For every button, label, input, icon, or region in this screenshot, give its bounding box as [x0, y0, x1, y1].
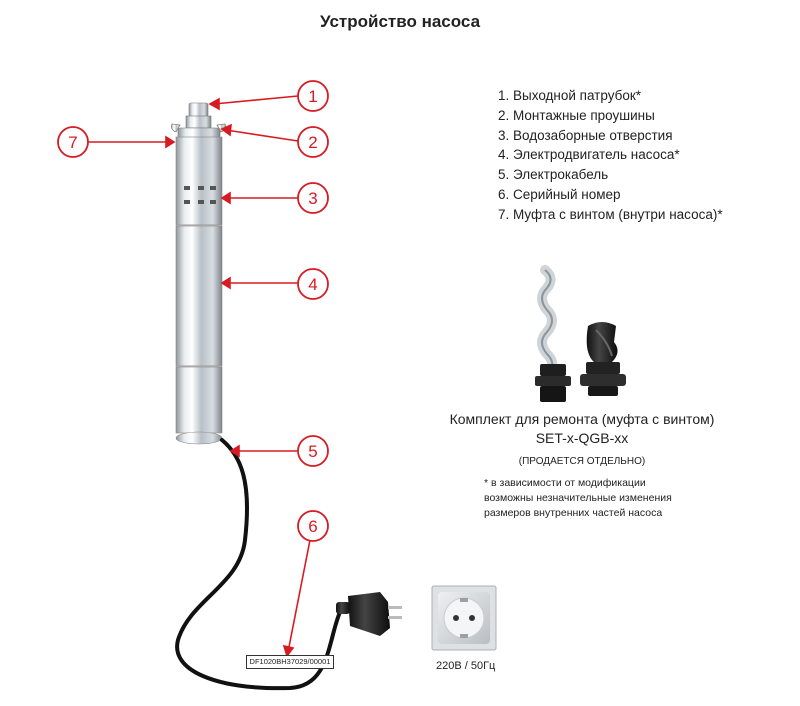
footnote-line: возможны незначительные изменения [484, 492, 672, 504]
callout-5-label: 5 [308, 442, 317, 461]
pump-body [171, 102, 226, 445]
legend-item: 4. Электродвигатель насоса* [498, 147, 680, 163]
power-cable [175, 438, 342, 691]
legend-item: 6. Серийный номер [498, 186, 621, 202]
power-plug [336, 592, 402, 636]
legend-item: 5. Электрокабель [498, 167, 609, 183]
callout-5 [297, 435, 329, 467]
power-socket [431, 585, 497, 651]
callout-2-label: 2 [308, 133, 317, 152]
repair-kit-code: SET-x-QGB-xx [535, 430, 629, 446]
callout-4 [297, 268, 329, 300]
serial-number-label: DF1020BH37029/00001 [246, 655, 334, 669]
parts-legend: 1. Выходной патрубок* 2. Монтажные проуш… [498, 86, 723, 225]
callout-7-label: 7 [68, 133, 77, 152]
repair-kit-image [535, 265, 626, 402]
repair-kit-title: Комплект для ремонта (муфта с винтом) [449, 411, 715, 427]
callout-6 [297, 510, 329, 542]
callout-6-label: 6 [308, 517, 317, 536]
callout-4-label: 4 [308, 275, 317, 294]
footnote: * в зависимости от модификации возможны … [484, 476, 744, 521]
legend-item: 2. Монтажные проушины [498, 107, 655, 123]
callout-1 [297, 80, 329, 112]
legend-item: 7. Муфта с винтом (внутри насоса)* [498, 206, 723, 222]
callout-2 [297, 126, 329, 158]
callout-3 [297, 182, 329, 214]
repair-kit-note: (ПРОДАЕТСЯ ОТДЕЛЬНО) [518, 456, 646, 467]
legend-item: 1. Выходной патрубок* [498, 88, 642, 103]
footnote-line: размеров внутренних частей насоса [484, 507, 663, 519]
callout-3-label: 3 [308, 189, 317, 208]
legend-item: 3. Водозаборные отверстия [498, 127, 673, 143]
voltage-label: 220В / 50Гц [436, 660, 496, 672]
footnote-line: * в зависимости от модификации [484, 477, 646, 489]
callout-1-label: 1 [308, 87, 317, 106]
callout-7 [57, 126, 89, 158]
page-title: Устройство насоса [319, 12, 481, 31]
